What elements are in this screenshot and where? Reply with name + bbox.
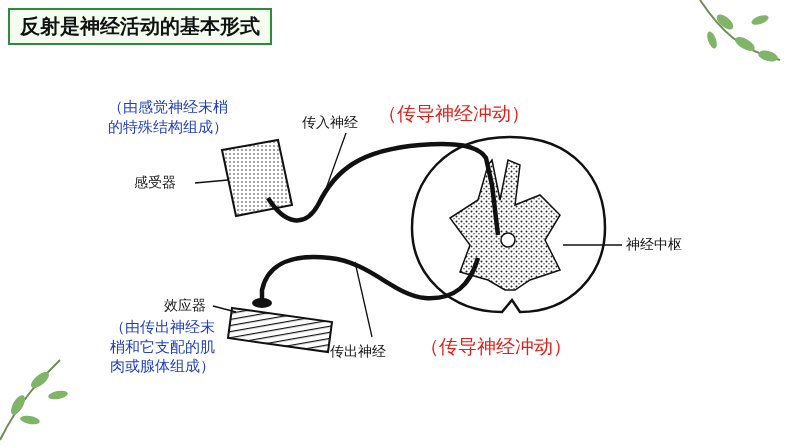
receptor xyxy=(222,140,292,216)
spinal-cord xyxy=(412,137,605,312)
leaf-decoration xyxy=(0,0,780,440)
part-name: 神经中枢 xyxy=(626,235,682,253)
efferent-nerve xyxy=(262,257,478,300)
part-name: 效应器 xyxy=(164,296,206,314)
afferent-nerve xyxy=(268,144,498,235)
receptor-note: （由感觉神经末梢 的特殊结构组成） xyxy=(108,98,258,137)
title-box: 反射是神经活动的基本形式 xyxy=(8,8,272,45)
leader-line xyxy=(195,133,622,337)
part-name: 感受器 xyxy=(134,173,176,191)
effector-note: （由传出神经末 梢和它支配的肌 肉或腺体组成） xyxy=(110,318,250,377)
slide-title: 反射是神经活动的基本形式 xyxy=(20,14,260,38)
part-name: 传出神经 xyxy=(330,342,386,360)
effector-muscle xyxy=(228,298,332,352)
part-name: 传入神经 xyxy=(302,113,358,131)
function-note: （传导神经冲动） xyxy=(378,101,530,126)
function-note: （传导神经冲动） xyxy=(420,334,572,359)
